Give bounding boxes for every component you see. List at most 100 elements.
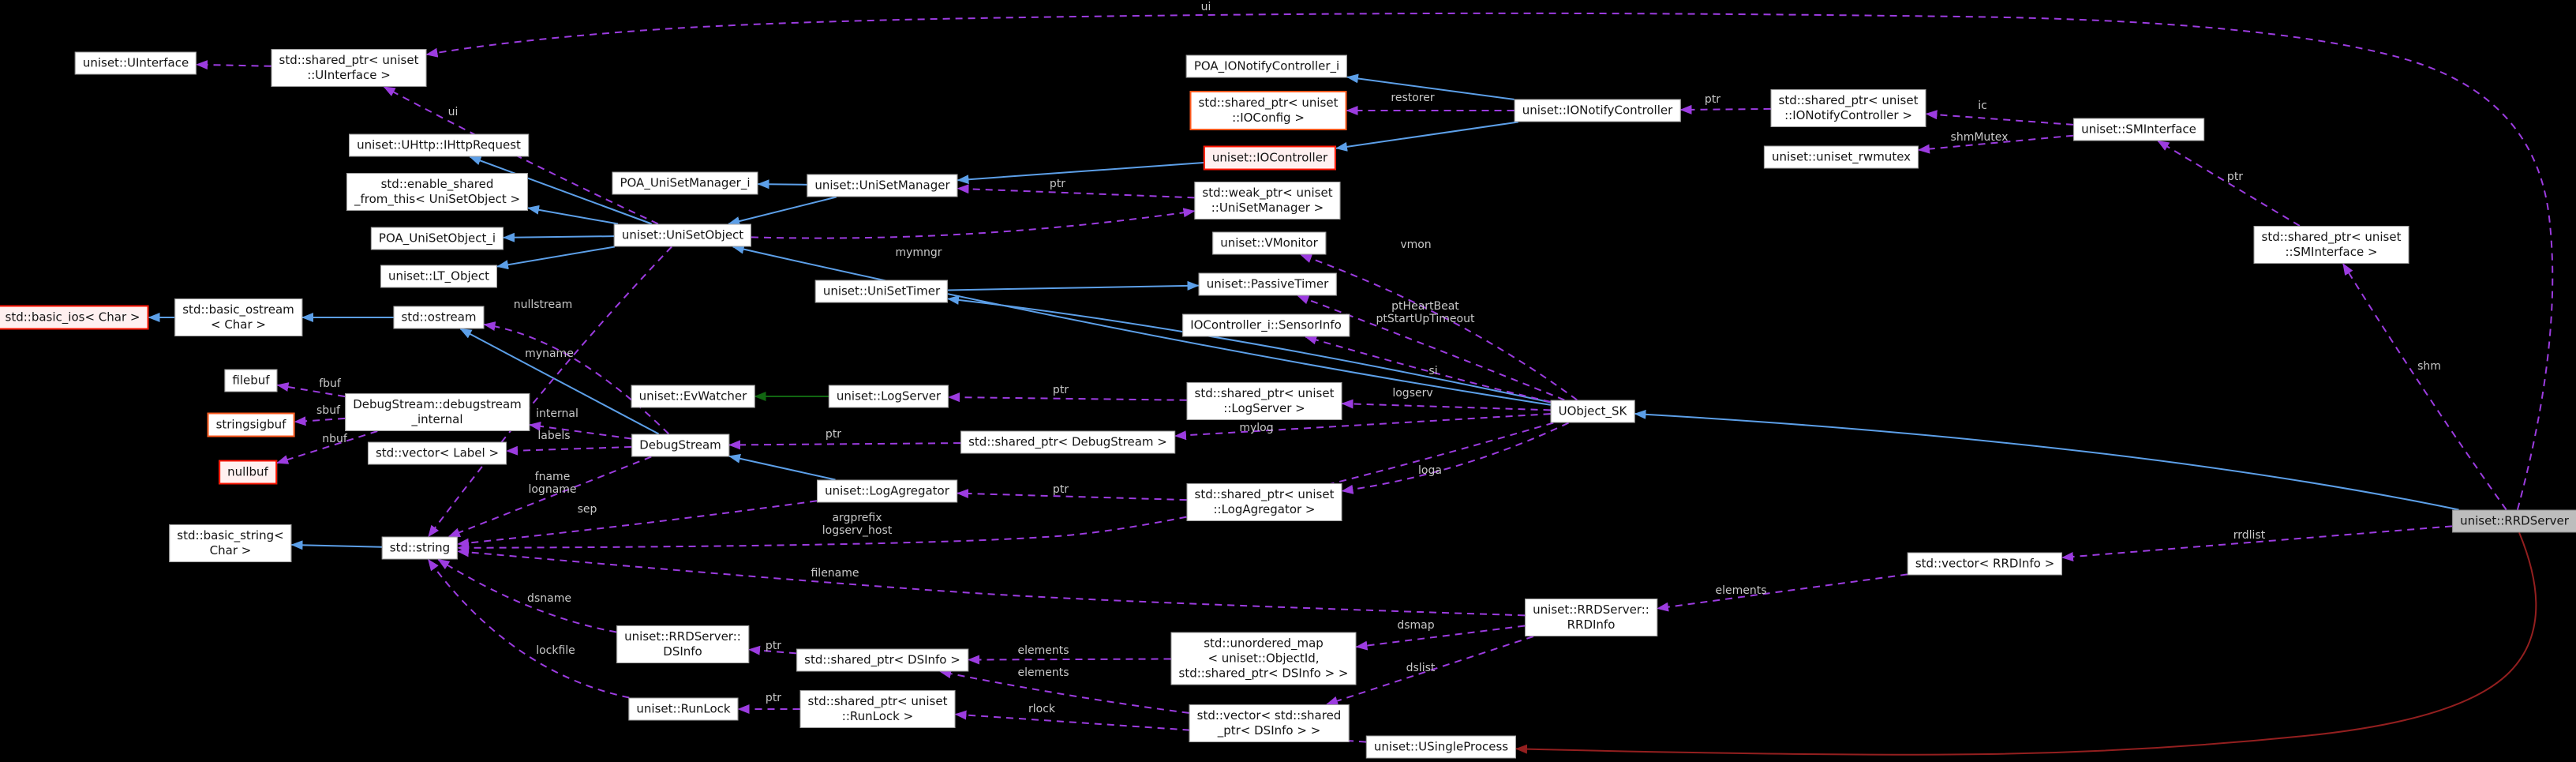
edge-label-argprefix-logserv-host: argprefix logserv_host	[822, 512, 893, 537]
node-enashared[interactable]: std::enable_shared _from_this< UniSetObj…	[346, 173, 529, 211]
node-iocontroller[interactable]: uniset::IOController	[1203, 145, 1337, 171]
node-vmonitor[interactable]: uniset::VMonitor	[1212, 231, 1326, 255]
edge-label-labels: labels	[537, 430, 571, 442]
node-ds_internal[interactable]: DebugStream::debugstream _internal	[345, 393, 530, 431]
edge-sp_logserver-logserver	[948, 392, 1187, 403]
node-vector_rrdinfo[interactable]: std::vector< RRDInfo >	[1907, 552, 2063, 576]
edge-label-ic: ic	[1978, 99, 1987, 112]
edge-label-myname: myname	[525, 347, 574, 360]
edge-ds_internal-filebuf	[276, 382, 346, 398]
edge-label-shm: shm	[2417, 360, 2441, 373]
node-sp_ionotify[interactable]: std::shared_ptr< uniset ::IONotifyContro…	[1770, 89, 1926, 127]
edge-rrdserver-sp_uinterface	[425, 12, 2554, 510]
node-sp_logagregator[interactable]: std::shared_ptr< uniset ::LogAgregator >	[1186, 483, 1342, 521]
edge-uobject_sk-sp_logagregator	[1341, 422, 1569, 494]
edge-ds_internal-nullbuf	[276, 430, 378, 464]
edge-label-logserv: logserv	[1392, 387, 1433, 400]
node-ostream[interactable]: std::ostream	[393, 306, 485, 329]
edge-sp_ionotify-ionotifyctrl	[1679, 104, 1771, 114]
node-evwatcher[interactable]: uniset::EvWatcher	[631, 385, 755, 408]
node-filebuf[interactable]: filebuf	[224, 369, 278, 392]
node-sensorinfo[interactable]: IOController_i::SensorInfo	[1182, 313, 1350, 337]
node-poa_usobj[interactable]: POA_UniSetObject_i	[370, 227, 504, 250]
edge-uobject_sk-unisettimer	[947, 295, 1551, 404]
edge-uniset_object-weak_ptr_mgr	[751, 208, 1196, 239]
node-sp_ioconfig[interactable]: std::shared_ptr< uniset ::IOConfig >	[1189, 91, 1347, 130]
edge-label-dsmap: dsmap	[1397, 619, 1435, 632]
node-basic_ios[interactable]: std::basic_ios< Char >	[0, 305, 149, 330]
edge-label-nbuf: nbuf	[322, 433, 347, 445]
node-weak_ptr_mgr[interactable]: std::weak_ptr< uniset ::UniSetManager >	[1194, 182, 1341, 220]
node-uniset_object[interactable]: uniset::UniSetObject	[613, 223, 752, 247]
node-sp_logserver[interactable]: std::shared_ptr< uniset ::LogServer >	[1186, 382, 1342, 420]
edge-sp_dsinfo-dsinfo	[748, 645, 797, 655]
node-sp_sminterface[interactable]: std::shared_ptr< uniset ::SMInterface >	[2253, 226, 2409, 264]
node-rrdserver[interactable]: uniset::RRDServer	[2452, 509, 2576, 533]
node-stringsigbuf[interactable]: stringsigbuf	[207, 412, 295, 437]
edge-label-ptr: ptr	[2226, 171, 2244, 183]
node-basic_string[interactable]: std::basic_string< Char >	[169, 524, 292, 562]
edge-label-internal: internal	[536, 407, 578, 420]
edge-uobject_sk-string	[457, 422, 1554, 553]
node-dsinfo[interactable]: uniset::RRDServer:: DSInfo	[616, 625, 749, 663]
node-string[interactable]: std::string	[381, 536, 459, 560]
node-passivetimer[interactable]: uniset::PassiveTimer	[1198, 272, 1337, 296]
node-sp_dsinfo[interactable]: std::shared_ptr< DSInfo >	[796, 648, 968, 672]
node-poa_usmgr[interactable]: POA_UniSetManager_i	[612, 171, 758, 195]
edge-unisettimer-passivetimer	[947, 280, 1200, 291]
node-basic_ostream[interactable]: std::basic_ostream < Char >	[174, 298, 302, 336]
edge-sminterface-rwmutex	[1918, 134, 2074, 154]
edge-ionotifyctrl-poa_ionc	[1346, 73, 1515, 100]
edge-rrdserver-uobject_sk	[1634, 409, 2459, 511]
edge-usmanager-uniset_object	[728, 196, 837, 226]
node-sp_runlock[interactable]: std::shared_ptr< uniset ::RunLock >	[799, 690, 956, 728]
edge-rrdserver-usingleprocess	[1515, 532, 2537, 756]
edge-logagregator-string	[457, 500, 818, 548]
edge-label-rrdlist: rrdlist	[2233, 529, 2266, 542]
edge-logagregator-debugstream	[728, 453, 836, 481]
edge-label-elements: elements	[1017, 644, 1069, 657]
edge-label-ptr: ptr	[825, 428, 842, 441]
node-rrdinfo[interactable]: uniset::RRDServer:: RRDInfo	[1525, 599, 1657, 636]
node-ionotifyctrl[interactable]: uniset::IONotifyController	[1514, 99, 1681, 122]
node-rwmutex[interactable]: uniset::uniset_rwmutex	[1763, 145, 1919, 169]
edge-label-ptheartbeat-ptstartuptimeout: ptHeartBeat ptStartUpTimeout	[1376, 300, 1475, 325]
node-unisettimer[interactable]: uniset::UniSetTimer	[814, 280, 949, 303]
edge-label-fname-logname: fname logname	[528, 471, 577, 496]
node-lt_object[interactable]: uniset::LT_Object	[380, 265, 498, 288]
node-unordered_map[interactable]: std::unordered_map < uniset::ObjectId, s…	[1170, 632, 1357, 685]
edge-weak_ptr_mgr-usmanager	[957, 184, 1195, 199]
node-vector_label[interactable]: std::vector< Label >	[367, 441, 507, 465]
node-logserver[interactable]: uniset::LogServer	[828, 385, 949, 408]
edge-label-ptr: ptr	[1704, 93, 1721, 106]
node-runlock[interactable]: uniset::RunLock	[628, 697, 739, 721]
edge-label-sbuf: sbuf	[316, 404, 340, 417]
edge-label-ptr: ptr	[1052, 384, 1069, 396]
node-nullbuf[interactable]: nullbuf	[219, 460, 277, 485]
edge-usmanager-poa_usmgr	[757, 179, 807, 190]
node-ihttp[interactable]: uniset::UHttp::IHttpRequest	[349, 133, 529, 157]
edge-label-filename: filename	[811, 567, 859, 580]
node-usingleprocess[interactable]: uniset::USingleProcess	[1365, 735, 1517, 759]
node-uobject_sk[interactable]: UObject_SK	[1550, 400, 1635, 423]
node-vector_sp_dsinfo[interactable]: std::vector< std::shared _ptr< DSInfo > …	[1189, 704, 1350, 742]
node-uinterface[interactable]: uniset::UInterface	[74, 51, 197, 75]
edge-runlock-string	[427, 558, 630, 699]
edge-label-ui: ui	[447, 106, 459, 118]
edge-debugstream-vector_label	[506, 445, 632, 456]
edge-uniset_object-poa_usobj	[503, 232, 615, 242]
edge-debugstream-string	[447, 456, 652, 538]
edge-label-loga: loga	[1418, 464, 1442, 477]
node-poa_ionc[interactable]: POA_IONotifyController_i	[1185, 54, 1348, 78]
edge-ds_internal-stringsigbuf	[294, 416, 346, 426]
edge-sminterface-sp_ionotify	[1925, 110, 2074, 126]
node-sp_uinterface[interactable]: std::shared_ptr< uniset ::UInterface >	[271, 49, 427, 87]
node-logagregator[interactable]: uniset::LogAgregator	[817, 479, 957, 503]
node-debugstream[interactable]: DebugStream	[631, 434, 729, 457]
node-sp_debugstream[interactable]: std::shared_ptr< DebugStream >	[960, 430, 1175, 454]
edge-dsinfo-string	[437, 558, 617, 633]
node-usmanager[interactable]: uniset::UniSetManager	[807, 174, 958, 197]
node-sminterface[interactable]: uniset::SMInterface	[2073, 118, 2204, 141]
